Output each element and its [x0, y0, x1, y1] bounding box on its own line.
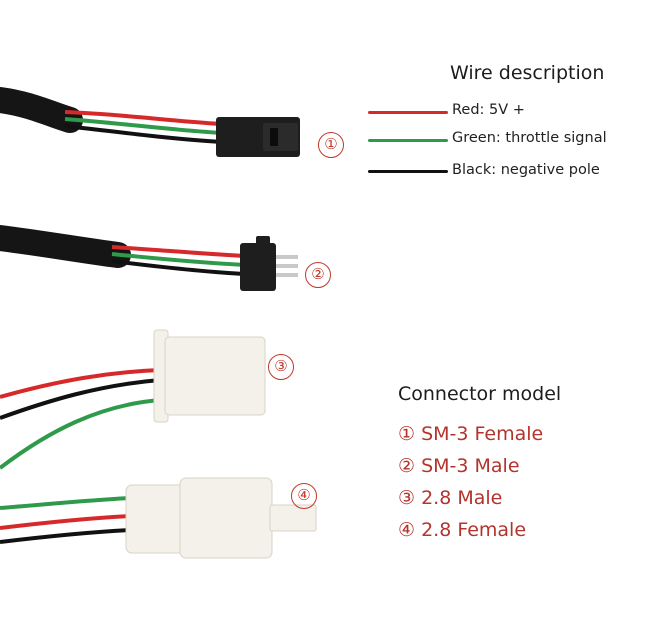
- cable-2-black-wire: [111, 259, 247, 276]
- red-wire-swatch: [368, 111, 448, 114]
- cable-2-green-wire: [111, 252, 247, 267]
- cable-1-black-wire: [64, 124, 223, 144]
- cable-2-sheath: [0, 225, 131, 268]
- wire-label-green: Green: throttle signal: [452, 130, 607, 146]
- cable-1: [0, 87, 300, 157]
- wire-description-title: Wire description: [450, 62, 605, 84]
- connector-4-number: ④: [291, 483, 317, 509]
- cable-3-red-wire: [0, 368, 161, 399]
- connector-2-pin: [276, 273, 298, 277]
- cable-4-green-wire: [0, 496, 131, 510]
- connector-2-body: [240, 243, 276, 291]
- connector-1-slot: [270, 128, 278, 146]
- black-wire-swatch: [368, 170, 448, 173]
- connector-3-28-male: [153, 329, 266, 423]
- connector-1-number: ①: [318, 132, 344, 158]
- connector-3-number: ③: [268, 354, 294, 380]
- connector-2-pin: [276, 264, 298, 268]
- cable-3: [0, 329, 266, 470]
- wire-label-black: Black: negative pole: [452, 162, 600, 178]
- cable-1-red-wire: [64, 110, 223, 126]
- connector-model-item-1: ① SM-3 Female: [398, 423, 544, 445]
- connector-2-number: ②: [305, 262, 331, 288]
- cable-3-black-wire: [0, 378, 161, 420]
- connector-4-body-right: [179, 477, 273, 559]
- connector-model-title: Connector model: [398, 383, 562, 405]
- cable-2-red-wire: [111, 245, 247, 258]
- cable-1-green-wire: [64, 117, 223, 135]
- connector-2-pin: [276, 255, 298, 259]
- connector-model-item-2: ② SM-3 Male: [398, 455, 520, 477]
- cable-4-red-wire: [0, 514, 131, 530]
- cable-4-black-wire: [0, 528, 131, 544]
- wire-label-red: Red: 5V +: [452, 102, 525, 118]
- connector-model-item-3: ③ 2.8 Male: [398, 487, 503, 509]
- connector-2-latch: [256, 236, 270, 246]
- connector-4-tab: [269, 504, 317, 532]
- cable-3-green-wire: [0, 398, 161, 470]
- cable-1-sheath: [0, 87, 83, 133]
- green-wire-swatch: [368, 139, 448, 142]
- connector-model-item-4: ④ 2.8 Female: [398, 519, 527, 541]
- connector-1-face: [263, 123, 298, 151]
- connector-4-28-female: [125, 477, 317, 559]
- connector-2-sm3-male: [240, 236, 298, 291]
- connector-4-body-left: [125, 484, 187, 554]
- cable-4: [0, 477, 317, 559]
- connector-1-sm3-female: [216, 117, 300, 157]
- connector-3-body: [164, 336, 266, 416]
- cable-2: [0, 225, 298, 291]
